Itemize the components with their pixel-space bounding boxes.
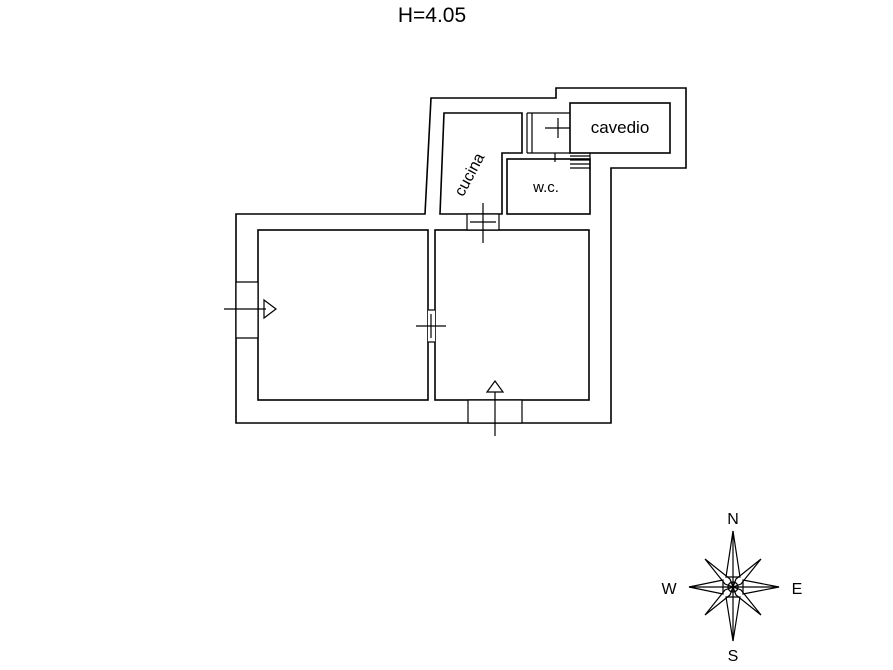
entrance-west: [224, 281, 277, 339]
compass-east: E: [792, 581, 803, 598]
compass-star-icon: [688, 530, 780, 642]
entrance-south: [467, 379, 523, 436]
compass-south: S: [728, 648, 739, 665]
door-cucina: [466, 203, 500, 243]
compass-rose: N S W E: [661, 511, 802, 665]
room-right: [434, 229, 590, 401]
room-wc: [506, 158, 591, 215]
label-cavedio: cavedio: [591, 118, 650, 137]
passage-cavedio: [526, 112, 570, 154]
compass-west: W: [661, 581, 677, 598]
outer-wall: [235, 87, 687, 424]
compass-north: N: [727, 511, 739, 528]
label-wc: w.c.: [532, 179, 559, 196]
grille-marks: [554, 153, 591, 170]
label-cucina: cucina: [452, 150, 489, 199]
room-cucina: [439, 112, 523, 215]
height-label: H=4.05: [398, 4, 466, 27]
door-internal: [416, 309, 446, 343]
room-left: [257, 229, 429, 401]
